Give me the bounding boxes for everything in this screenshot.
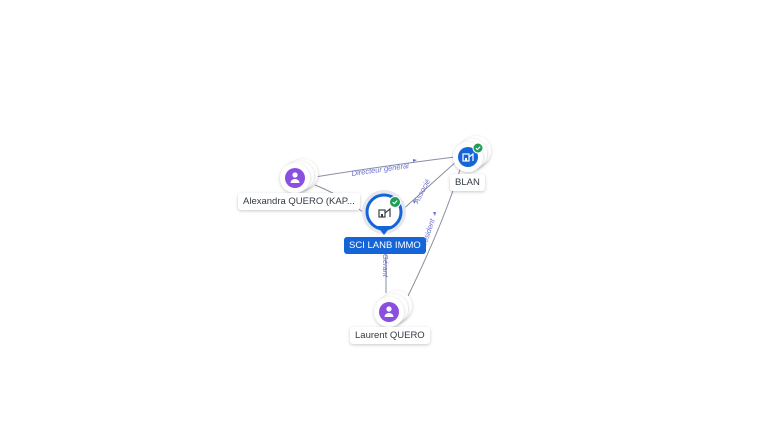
node-laurent[interactable] bbox=[374, 291, 412, 327]
node-label-alexandra[interactable]: Alexandra QUERO (KAP... bbox=[238, 193, 360, 210]
building-icon bbox=[378, 207, 391, 218]
edge-label-associe: Associé bbox=[411, 178, 432, 206]
person-icon bbox=[290, 172, 300, 183]
edge-directeur-general[interactable] bbox=[314, 156, 456, 178]
edge-associe[interactable] bbox=[399, 159, 459, 213]
edge-label-directeur-general: Directeur général bbox=[351, 161, 410, 178]
node-label-blan[interactable]: BLAN bbox=[450, 174, 485, 191]
verified-check-icon bbox=[472, 142, 484, 154]
building-icon bbox=[462, 152, 474, 162]
node-alexandra[interactable] bbox=[280, 159, 318, 193]
node-blan[interactable] bbox=[453, 136, 491, 172]
person-icon bbox=[384, 306, 394, 317]
edge-label-gerant: Gérant bbox=[381, 254, 390, 278]
arrow-associe bbox=[413, 200, 416, 204]
arrow-directeur bbox=[413, 159, 417, 162]
verified-check-icon bbox=[389, 196, 401, 208]
node-label-main[interactable]: SCI LANB IMMO bbox=[344, 237, 426, 254]
node-label-laurent[interactable]: Laurent QUERO bbox=[350, 327, 430, 344]
arrow-president bbox=[433, 212, 436, 216]
node-main[interactable] bbox=[362, 190, 406, 235]
